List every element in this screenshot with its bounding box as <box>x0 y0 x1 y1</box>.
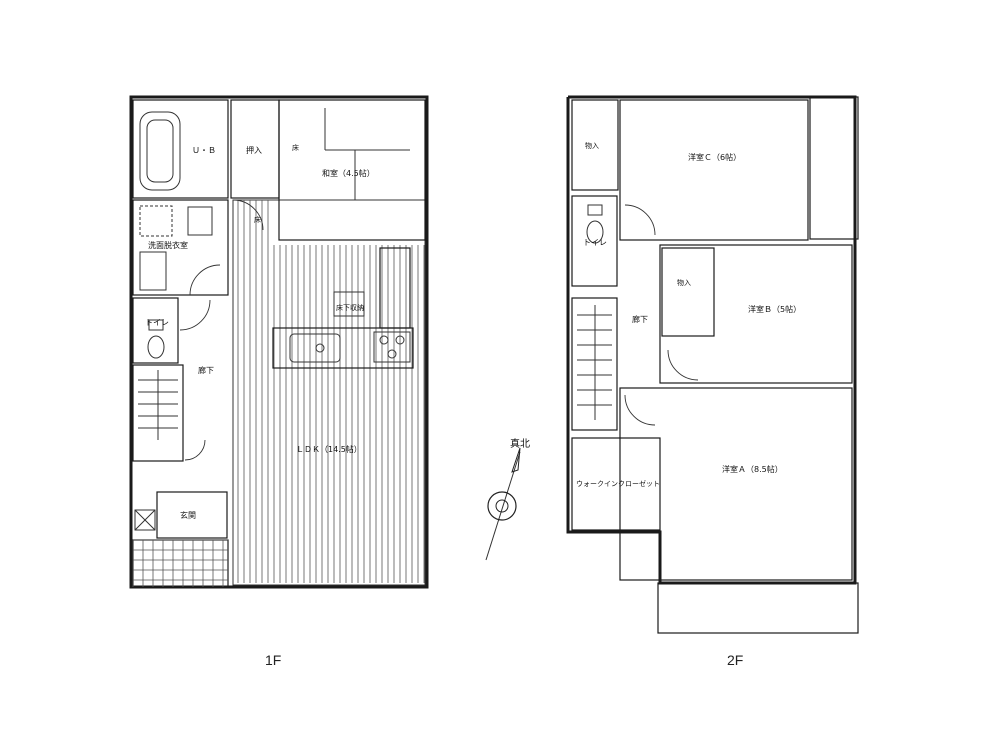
label-room-c: 洋室Ｃ（6帖） <box>688 152 741 162</box>
room-a <box>619 387 853 581</box>
label-entrance: 玄関 <box>180 510 196 520</box>
kitchen-counter <box>272 327 414 369</box>
balcony-bottom <box>657 582 859 634</box>
stair-treads <box>138 370 178 440</box>
washitsu-room <box>278 99 426 241</box>
balcony-top <box>809 96 859 240</box>
label-underfloor: 床下収納 <box>336 303 364 312</box>
bathtub <box>139 111 181 191</box>
room-c <box>619 99 809 241</box>
room-b <box>659 244 853 384</box>
stair-treads-2f <box>577 305 612 420</box>
label-closet-b: 物入 <box>677 278 691 287</box>
toilet-room <box>132 297 179 364</box>
label-oshiire: 押入 <box>246 145 262 155</box>
cooktop <box>373 331 411 363</box>
label-tokonoma-1: 床 <box>292 143 299 152</box>
underfloor-storage-box <box>333 291 365 317</box>
closet-b <box>661 247 715 337</box>
label-tokonoma-2: 床 <box>254 215 261 224</box>
kitchen-sink <box>289 333 341 363</box>
entrance-tiles <box>132 491 229 588</box>
label-unit-bath: Ｕ・Ｂ <box>192 146 216 155</box>
staircase <box>132 364 184 462</box>
floor-1-label: 1F <box>265 652 281 668</box>
floor-1-plan: Ｕ・Ｂ 押入 床 和室（4.5帖） 床 洗面脱衣室 トイレ 廊下 床下収納 ＬＤ… <box>129 95 429 589</box>
label-ldk: ＬＤＫ（14.5帖） <box>296 444 362 454</box>
label-washroom: 洗面脱衣室 <box>148 240 188 250</box>
label-closet-c: 物入 <box>585 141 599 150</box>
entrance-tile-grid <box>132 539 228 587</box>
label-hallway-1f: 廊下 <box>198 365 214 375</box>
wic-room <box>571 437 661 531</box>
label-wic: ウォークインクローゼット <box>576 479 660 488</box>
ldk-hatch-lines <box>237 200 425 583</box>
north-compass: 真北 <box>485 437 530 561</box>
toilet-2f-room <box>571 195 618 287</box>
label-toilet-2f: トイレ <box>583 238 607 247</box>
label-washitsu: 和室（4.5帖） <box>322 168 375 178</box>
label-toilet-1f: トイレ <box>145 318 169 327</box>
floor-2-label: 2F <box>727 652 743 668</box>
compass-rose-icon <box>487 491 517 521</box>
closet-c <box>571 99 619 191</box>
staircase-2f <box>571 297 618 431</box>
label-room-a: 洋室Ａ（8.5帖） <box>722 464 783 474</box>
washroom-room <box>132 199 229 296</box>
label-hallway-2f: 廊下 <box>632 314 648 324</box>
floor-2-plan: 物入 洋室Ｃ（6帖） トイレ 物入 洋室Ｂ（5帖） 廊下 ウォークインクローゼッ… <box>566 95 859 634</box>
unit-bath-room <box>132 99 229 199</box>
label-room-b: 洋室Ｂ（5帖） <box>748 304 801 314</box>
compass-label: 真北 <box>510 437 530 450</box>
